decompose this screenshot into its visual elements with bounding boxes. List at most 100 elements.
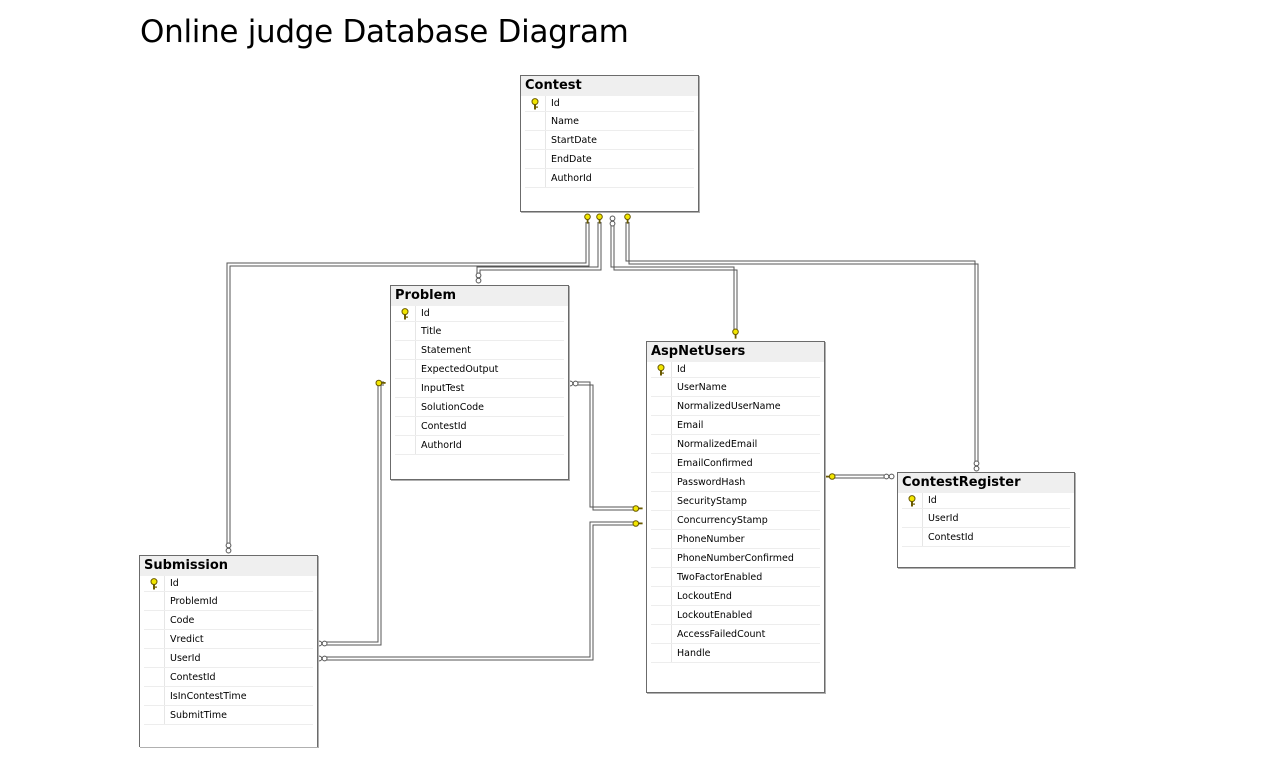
column-name: ContestId bbox=[170, 671, 216, 683]
column-row[interactable]: LockoutEnabled bbox=[651, 606, 820, 625]
column-row[interactable]: UserId bbox=[144, 649, 313, 668]
many-end-submission-contest bbox=[225, 542, 232, 554]
table-title: AspNetUsers bbox=[647, 342, 824, 362]
column-name: Code bbox=[170, 614, 195, 626]
column-row[interactable]: SecurityStamp bbox=[651, 492, 820, 511]
column-name: TwoFactorEnabled bbox=[677, 571, 763, 583]
column-name: UserId bbox=[928, 512, 959, 524]
row-selector bbox=[395, 322, 416, 340]
column-name: EndDate bbox=[551, 153, 592, 165]
primary-key-icon bbox=[908, 495, 916, 507]
column-name: InputTest bbox=[421, 382, 465, 394]
column-row[interactable]: ContestId bbox=[144, 668, 313, 687]
column-row[interactable]: NormalizedEmail bbox=[651, 435, 820, 454]
column-row[interactable]: ContestId bbox=[395, 417, 564, 436]
column-row[interactable]: Id bbox=[525, 96, 694, 112]
column-row[interactable]: Email bbox=[651, 416, 820, 435]
row-selector bbox=[902, 493, 923, 508]
column-row[interactable]: Id bbox=[651, 362, 820, 378]
column-row[interactable]: Title bbox=[395, 322, 564, 341]
row-selector bbox=[902, 509, 923, 527]
row-selector bbox=[651, 644, 672, 662]
column-row[interactable]: UserId bbox=[902, 509, 1070, 528]
column-row[interactable]: Id bbox=[144, 576, 313, 592]
column-row[interactable]: TwoFactorEnabled bbox=[651, 568, 820, 587]
column-row[interactable]: UserName bbox=[651, 378, 820, 397]
column-row[interactable]: Name bbox=[525, 112, 694, 131]
column-row[interactable]: AuthorId bbox=[395, 436, 564, 455]
column-row[interactable]: StartDate bbox=[525, 131, 694, 150]
row-selector bbox=[144, 611, 165, 629]
column-name: LockoutEnd bbox=[677, 590, 732, 602]
column-row[interactable]: ContestId bbox=[902, 528, 1070, 547]
row-selector bbox=[651, 606, 672, 624]
row-selector bbox=[651, 568, 672, 586]
row-selector bbox=[525, 131, 546, 149]
row-selector bbox=[395, 379, 416, 397]
column-name: Email bbox=[677, 419, 704, 431]
row-selector bbox=[395, 306, 416, 321]
row-selector bbox=[651, 511, 672, 529]
column-row[interactable]: Statement bbox=[395, 341, 564, 360]
table-title: Contest bbox=[521, 76, 698, 96]
column-name: PhoneNumberConfirmed bbox=[677, 552, 794, 564]
table-title: Problem bbox=[391, 286, 568, 306]
column-row[interactable]: IsInContestTime bbox=[144, 687, 313, 706]
column-row[interactable]: Handle bbox=[651, 644, 820, 663]
column-row[interactable]: NormalizedUserName bbox=[651, 397, 820, 416]
primary-key-icon bbox=[401, 308, 409, 320]
column-name: PhoneNumber bbox=[677, 533, 745, 545]
column-name: IsInContestTime bbox=[170, 690, 247, 702]
column-row[interactable]: PhoneNumber bbox=[651, 530, 820, 549]
many-end-contest-aspnetusers bbox=[609, 215, 616, 227]
page-title: Online judge Database Diagram bbox=[140, 14, 629, 50]
column-row[interactable]: AuthorId bbox=[525, 169, 694, 188]
column-row[interactable]: LockoutEnd bbox=[651, 587, 820, 606]
column-row[interactable]: PasswordHash bbox=[651, 473, 820, 492]
column-row[interactable]: ExpectedOutput bbox=[395, 360, 564, 379]
column-row[interactable]: SolutionCode bbox=[395, 398, 564, 417]
row-selector bbox=[144, 706, 165, 724]
column-row[interactable]: ConcurrencyStamp bbox=[651, 511, 820, 530]
column-row[interactable]: Id bbox=[902, 493, 1070, 509]
column-row[interactable]: PhoneNumberConfirmed bbox=[651, 549, 820, 568]
primary-key-icon bbox=[150, 578, 158, 590]
column-name: ExpectedOutput bbox=[421, 363, 499, 375]
column-row[interactable]: Vredict bbox=[144, 630, 313, 649]
column-row[interactable]: Id bbox=[395, 306, 564, 322]
many-end-contestregister-aspnetusers bbox=[883, 473, 895, 480]
row-selector bbox=[144, 687, 165, 705]
column-name: ContestId bbox=[928, 531, 974, 543]
row-selector bbox=[144, 630, 165, 648]
column-name: ProblemId bbox=[170, 595, 218, 607]
column-row[interactable]: Code bbox=[144, 611, 313, 630]
rel-problem-contest bbox=[476, 222, 602, 278]
column-row[interactable]: EmailConfirmed bbox=[651, 454, 820, 473]
row-selector bbox=[525, 150, 546, 168]
row-selector bbox=[651, 416, 672, 434]
column-row[interactable]: SubmitTime bbox=[144, 706, 313, 725]
key-end-submission-problem bbox=[375, 379, 387, 387]
column-row[interactable]: ProblemId bbox=[144, 592, 313, 611]
row-selector bbox=[395, 360, 416, 378]
column-row[interactable]: EndDate bbox=[525, 150, 694, 169]
column-name: AuthorId bbox=[551, 172, 592, 184]
column-name: NormalizedEmail bbox=[677, 438, 758, 450]
column-row[interactable]: InputTest bbox=[395, 379, 564, 398]
row-selector bbox=[651, 435, 672, 453]
row-selector bbox=[651, 454, 672, 472]
column-name: Name bbox=[551, 115, 580, 127]
primary-key-icon bbox=[531, 98, 539, 110]
row-selector bbox=[395, 436, 416, 454]
row-selector bbox=[651, 492, 672, 510]
column-name: Id bbox=[677, 364, 686, 375]
column-row[interactable]: AccessFailedCount bbox=[651, 625, 820, 644]
row-selector bbox=[395, 341, 416, 359]
